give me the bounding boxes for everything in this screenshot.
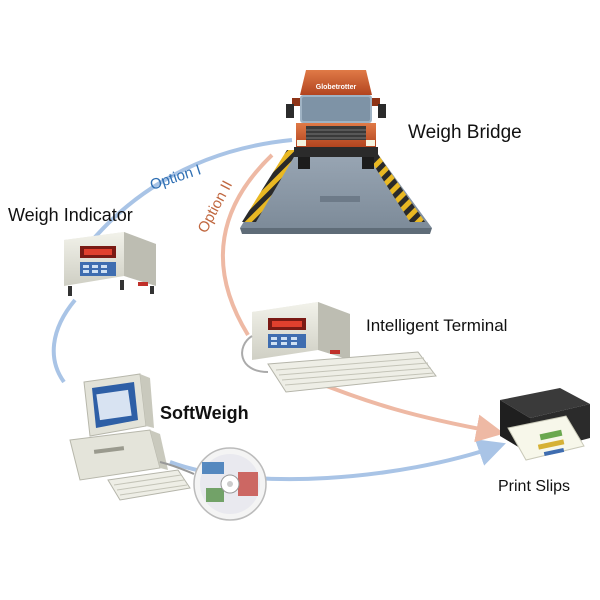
option-2-label: Option II: [195, 178, 237, 236]
terminal-keyboard: [267, 351, 437, 393]
intelligent-terminal-label: Intelligent Terminal: [366, 316, 508, 335]
weigh-indicator-device: [64, 232, 156, 296]
truck-brand-text: Globetrotter: [316, 84, 357, 91]
weigh-indicator-label: Weigh Indicator: [8, 205, 133, 225]
software-cd: [193, 447, 267, 521]
print-slips-label: Print Slips: [498, 478, 571, 495]
truck-illustration: Globetrotter: [286, 70, 386, 169]
printer-device: [500, 388, 590, 461]
softweigh-label: SoftWeigh: [160, 403, 249, 423]
option-1-label: Option I: [148, 161, 203, 193]
weigh-bridge-illustration: Globetrotter: [240, 70, 432, 234]
weigh-bridge-label: Weigh Bridge: [408, 122, 522, 143]
softweigh-computer: [69, 373, 195, 501]
intelligent-terminal-device: [241, 302, 437, 393]
